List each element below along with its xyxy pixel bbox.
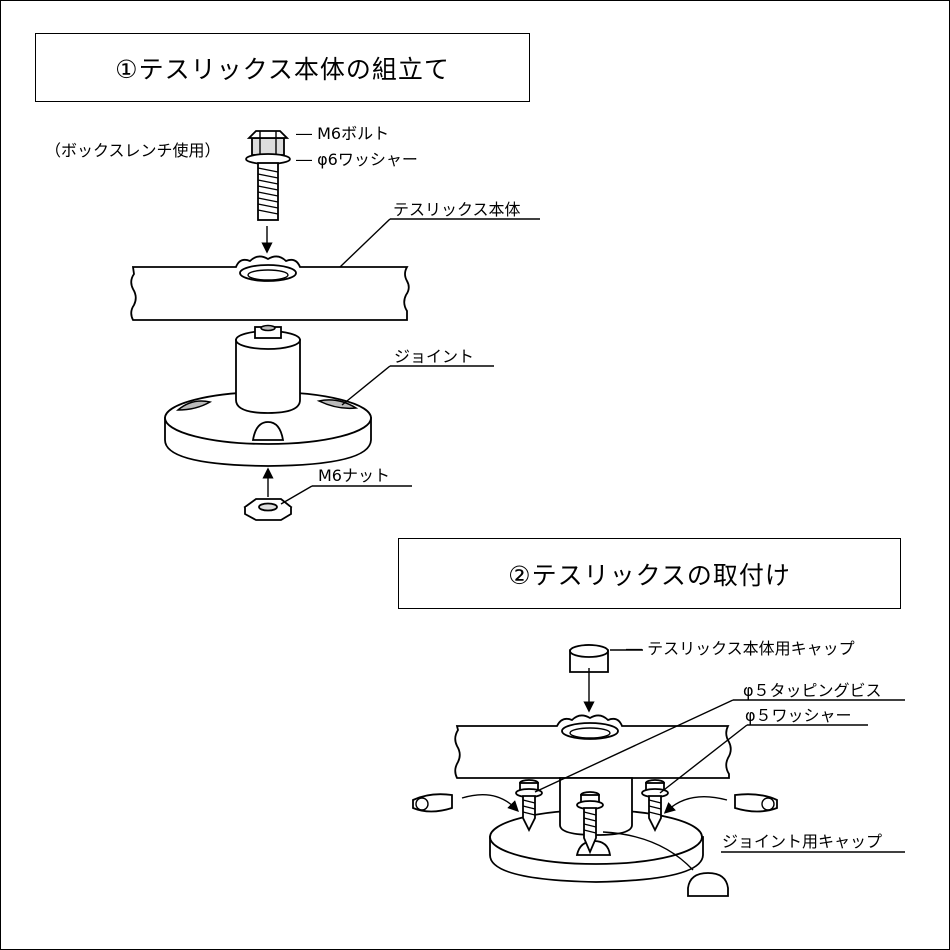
leader-joint: [341, 365, 391, 406]
tapping-screw-center: [576, 791, 604, 855]
leader-screw: [534, 699, 734, 793]
section1-title: ①テスリックス本体の組立て: [35, 33, 530, 102]
body-cap-label: ― テスリックス本体用キャップ: [626, 639, 855, 658]
m6-nut: [243, 498, 293, 521]
leader-joint-cap: [602, 831, 694, 871]
arrow-cap-left: [461, 794, 519, 812]
joint-cap-bottom: [687, 872, 729, 897]
joint-cap-label: ジョイント用キャップ: [722, 832, 883, 851]
section2-title: ②テスリックスの取付け: [398, 538, 901, 609]
tapping-screw-left: [515, 779, 543, 833]
bolt-label: ― M6ボルト: [296, 124, 390, 143]
joint-cap-left: [412, 793, 453, 813]
teslix-body-section-2: [454, 714, 732, 779]
joint-label: ジョイント: [394, 347, 475, 366]
m6-bolt: [245, 130, 291, 221]
leader-nut: [280, 485, 313, 505]
tapping-screw-right: [641, 779, 669, 833]
washer2-label: φ５ワッシャー: [745, 706, 852, 725]
leader-body: [339, 218, 391, 268]
washer-label: ― φ6ワッシャー: [296, 150, 418, 169]
arrow-cap-right: [663, 795, 728, 814]
wrench-note: （ボックスレンチ使用）: [45, 141, 221, 160]
teslix-body-section: [130, 255, 410, 321]
body-cap: [569, 644, 609, 673]
joint-cap-right: [734, 793, 778, 813]
joint: [164, 324, 372, 467]
nut-label: M6ナット: [318, 466, 390, 485]
screw-label: φ５タッピングビス: [743, 681, 882, 700]
body-label: テスリックス本体: [393, 200, 521, 219]
leader-washer: [659, 724, 748, 794]
